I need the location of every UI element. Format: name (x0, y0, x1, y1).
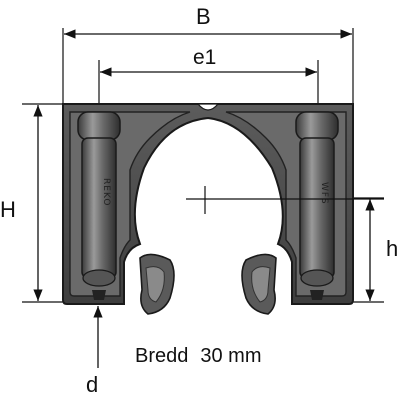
dimension-label-center-height: h (386, 236, 399, 261)
dimension-label-height: H (0, 197, 16, 222)
left-rod (77, 111, 121, 300)
engraving-left: REKO (101, 178, 111, 206)
center-mark (186, 186, 384, 214)
left-jaw (139, 253, 175, 315)
dimension-lines (33, 29, 375, 368)
width-caption: Bredd 30 mm (135, 346, 262, 366)
dimension-label-d: d (86, 372, 99, 397)
right-jaw (241, 253, 277, 315)
dimension-label-e1: e1 (193, 46, 217, 69)
dimension-label-b: B (196, 4, 211, 29)
top-notch (196, 103, 220, 111)
caption-word: Bredd (135, 345, 189, 367)
caption-value: 30 mm (200, 345, 262, 367)
right-rod (295, 111, 339, 300)
engraving-right: WFS (319, 182, 329, 205)
